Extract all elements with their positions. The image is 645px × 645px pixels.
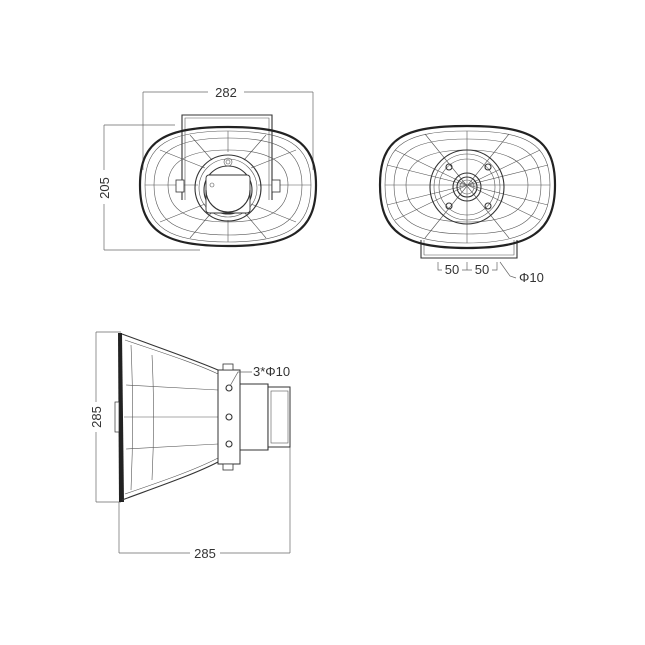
rear-height-dimension: 205 xyxy=(97,177,112,199)
side-height-dimension: 285 xyxy=(89,406,104,428)
front-spacing-right: 50 xyxy=(475,262,489,277)
front-spacing-left: 50 xyxy=(445,262,459,277)
rear-width-dimension: 282 xyxy=(215,85,237,100)
side-depth-dimension: 285 xyxy=(194,546,216,561)
front-view: 50 50 Φ10 xyxy=(378,124,557,285)
front-hole-diameter: Φ10 xyxy=(519,270,544,285)
side-holes-label: 3*Φ10 xyxy=(253,364,290,379)
side-view: 285 285 xyxy=(88,331,291,561)
rear-view: 282 205 xyxy=(96,84,318,251)
